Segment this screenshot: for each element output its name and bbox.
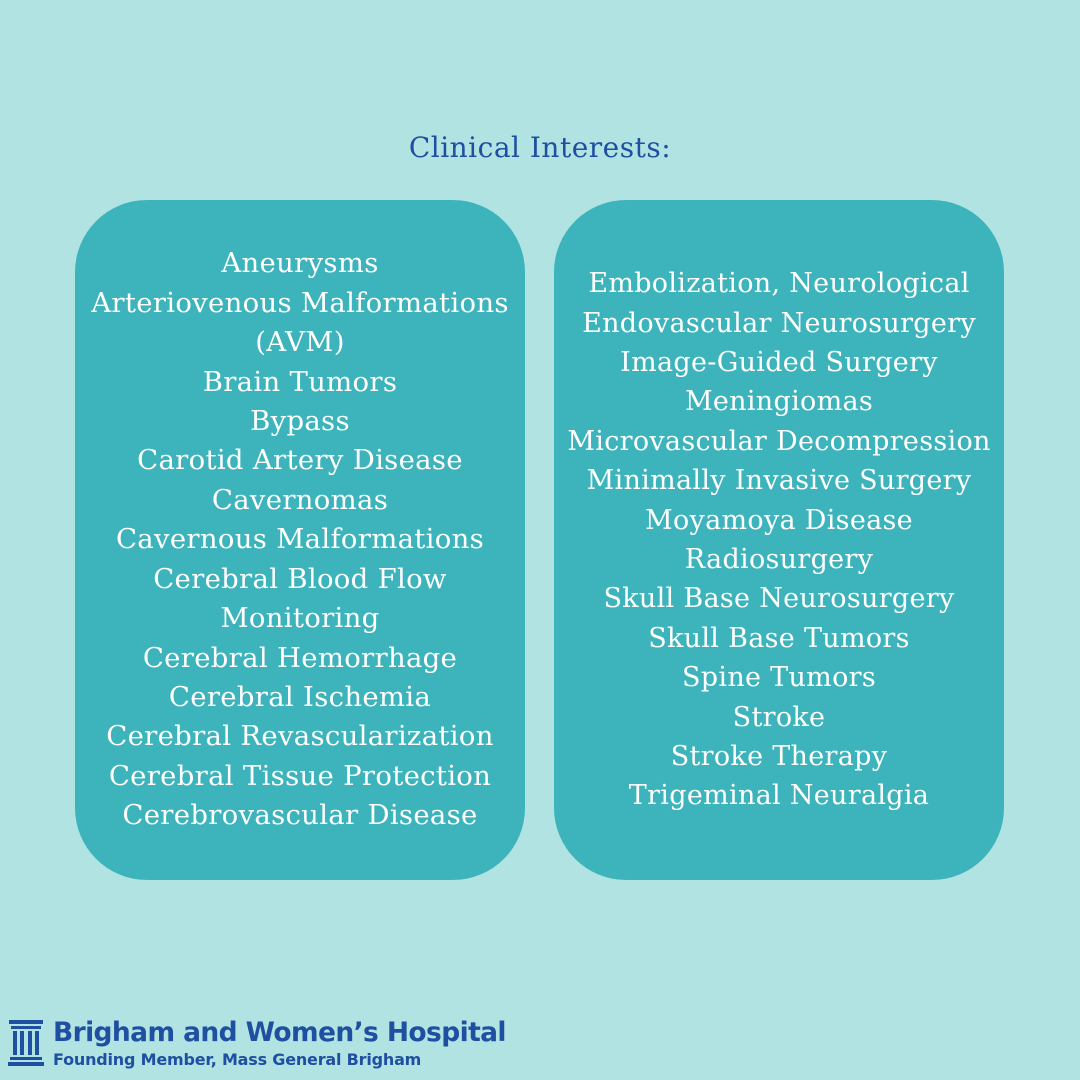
list-item: Arteriovenous Malformations (AVM): [91, 286, 509, 359]
hospital-name: Brigham and Women’s Hospital: [53, 1017, 507, 1048]
list-item: Endovascular Neurosurgery: [582, 307, 976, 339]
list-item: Cerebrovascular Disease: [122, 799, 478, 832]
brand-footer: Brigham and Women’s Hospital Founding Me…: [8, 1016, 507, 1072]
list-item: Stroke: [732, 701, 826, 733]
list-item: Spine Tumors: [682, 662, 876, 694]
list-item: Radiosurgery: [684, 544, 874, 575]
list-item: Aneurysms: [221, 247, 379, 280]
list-item: Cerebral Tissue Protection: [108, 759, 492, 792]
hospital-building-icon: [8, 1020, 44, 1066]
list-item: Cerebral Blood Flow Monitoring: [153, 562, 447, 635]
list-item: Skull Base Tumors: [648, 622, 910, 654]
clinical-interests-card-right: Embolization, Neurological Endovascular …: [554, 200, 1004, 880]
list-item: Cavernous Malformations: [115, 523, 485, 556]
brand-text: Brigham and Women’s Hospital Founding Me…: [53, 1016, 507, 1070]
list-item: Minimally Invasive Surgery: [586, 465, 972, 497]
page-title: Clinical Interests:: [408, 131, 672, 164]
list-item: Brain Tumors: [202, 365, 398, 398]
list-item: Cerebral Hemorrhage: [142, 641, 458, 674]
list-item: Cerebral Revascularization: [106, 720, 494, 753]
list-item: Stroke Therapy: [670, 741, 888, 773]
list-item: Bypass: [250, 405, 350, 438]
list-item: Trigeminal Neuralgia: [628, 780, 930, 812]
clinical-interests-card-left: Aneurysms Arteriovenous Malformations (A…: [75, 200, 525, 880]
list-item: Moyamoya Disease: [645, 504, 913, 536]
clinical-interests-list-left: Aneurysms Arteriovenous Malformations (A…: [80, 244, 520, 835]
list-item: Cerebral Ischemia: [168, 680, 432, 713]
list-item: Image-Guided Surgery: [620, 346, 938, 378]
list-item: Microvascular Decompression: [567, 425, 991, 457]
clinical-interests-list-right: Embolization, Neurological Endovascular …: [559, 264, 999, 816]
list-item: Cavernomas: [211, 483, 389, 516]
hospital-tagline: Founding Member, Mass General Brigham: [53, 1050, 422, 1069]
list-item: Skull Base Neurosurgery: [603, 583, 955, 615]
list-item: Carotid Artery Disease: [137, 444, 463, 477]
list-item: Embolization, Neurological: [588, 268, 970, 300]
list-item: Meningiomas: [684, 386, 874, 418]
